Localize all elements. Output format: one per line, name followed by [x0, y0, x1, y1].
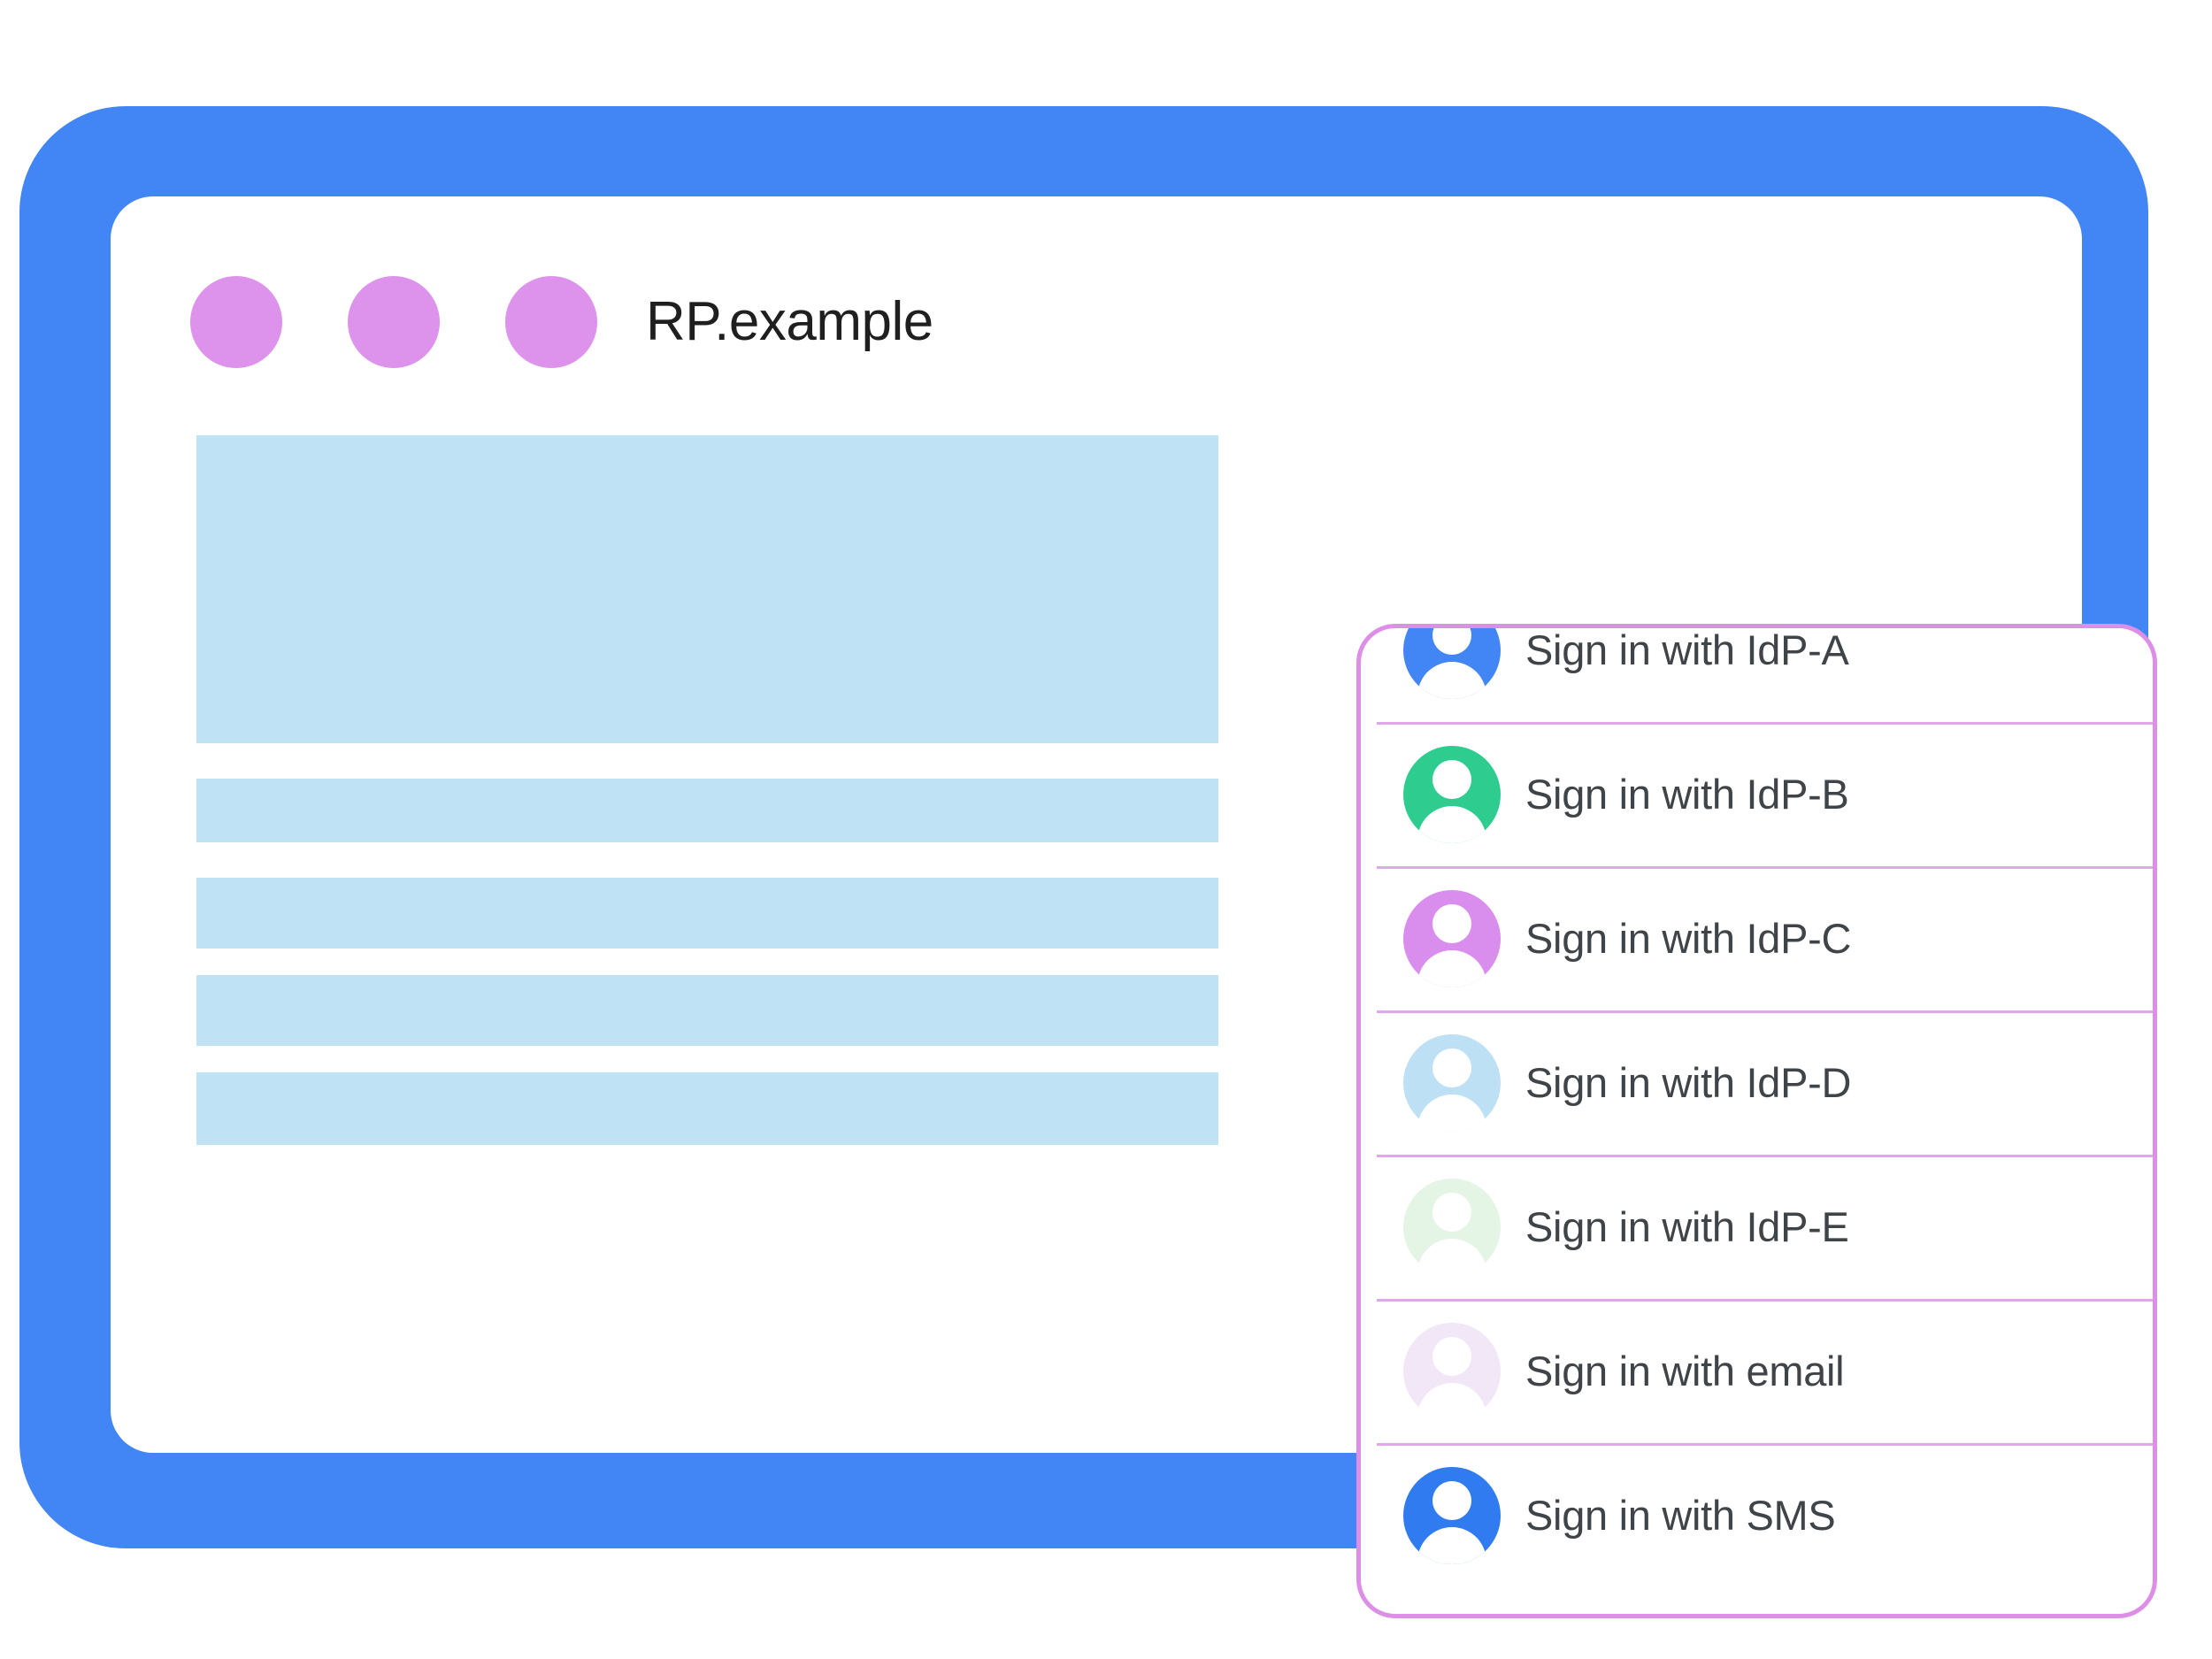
avatar-head [1432, 903, 1471, 943]
signin-option-label: Sign in with IdP-A [1525, 626, 1849, 673]
text-block-4 [196, 1072, 1218, 1145]
signin-option-label: Sign in with email [1525, 1347, 1845, 1394]
tab-dot-icon-1[interactable] [190, 276, 282, 368]
avatar-head [1432, 759, 1471, 799]
site-title: RP.example [646, 291, 933, 352]
avatar-body [1417, 1094, 1486, 1132]
text-block-1 [196, 779, 1218, 842]
signin-option-label: Sign in with IdP-C [1525, 914, 1852, 962]
tab-dot-icon-3[interactable] [505, 276, 597, 368]
signin-option-row[interactable]: Sign in with SMS [1361, 1443, 2153, 1587]
person-avatar-icon [1403, 1466, 1501, 1564]
signin-option-row[interactable]: Sign in with IdP-E [1361, 1155, 2153, 1299]
signin-option-row[interactable]: Sign in with IdP-B [1361, 722, 2153, 866]
signin-option-label: Sign in with IdP-D [1525, 1058, 1852, 1106]
avatar-head [1432, 628, 1471, 655]
signin-option-row[interactable]: Sign in with IdP-D [1361, 1010, 2153, 1155]
person-avatar-icon [1403, 1178, 1501, 1276]
avatar-body [1417, 949, 1486, 987]
avatar-body [1417, 1238, 1486, 1276]
text-block-2 [196, 878, 1218, 949]
avatar-body [1417, 805, 1486, 843]
avatar-head [1432, 1048, 1471, 1087]
signin-panel: Sign in with IdP-A Sign in with IdP-B Sign… [1356, 624, 2157, 1618]
person-avatar-icon [1403, 1033, 1501, 1132]
browser-titlebar: RP.example [111, 196, 2082, 368]
signin-option-list: Sign in with IdP-A Sign in with IdP-B Sign… [1361, 626, 2153, 1587]
tab-dot-icon-2[interactable] [348, 276, 440, 368]
avatar-head [1432, 1336, 1471, 1376]
person-avatar-icon [1403, 889, 1501, 987]
avatar-head [1432, 1480, 1471, 1520]
avatar-body [1417, 1382, 1486, 1420]
signin-option-label: Sign in with SMS [1525, 1491, 1836, 1539]
text-block-3 [196, 975, 1218, 1046]
hero-block [196, 435, 1218, 743]
person-avatar-icon [1403, 1322, 1501, 1420]
signin-option-row[interactable]: Sign in with IdP-C [1361, 866, 2153, 1010]
signin-option-label: Sign in with IdP-B [1525, 770, 1849, 818]
signin-option-row[interactable]: Sign in with IdP-A [1361, 626, 2153, 722]
person-avatar-icon [1403, 628, 1501, 699]
avatar-body [1417, 1526, 1486, 1564]
person-avatar-icon [1403, 745, 1501, 843]
avatar-head [1432, 1192, 1471, 1232]
signin-option-label: Sign in with IdP-E [1525, 1202, 1849, 1250]
signin-option-row[interactable]: Sign in with email [1361, 1299, 2153, 1443]
avatar-body [1417, 661, 1486, 699]
